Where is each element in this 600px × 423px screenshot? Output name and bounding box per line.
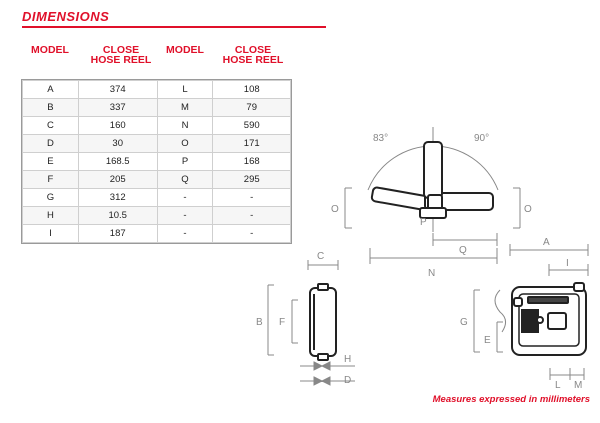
dim-label-f: F: [279, 317, 285, 328]
dim-label-c: C: [317, 251, 324, 262]
section-title: DIMENSIONS: [22, 9, 110, 24]
cell-close-hose-reel: 168: [212, 152, 291, 171]
dim-label-b: B: [256, 317, 263, 328]
cell-model: -: [156, 224, 214, 243]
dim-label-e: E: [484, 335, 491, 346]
dim-label-q: Q: [459, 245, 467, 256]
dim-label-p: P: [420, 217, 427, 228]
dim-label-g: G: [460, 317, 468, 328]
cell-model: Q: [156, 170, 214, 189]
front-view-drawing: [473, 244, 589, 380]
dim-label-n: N: [428, 268, 435, 279]
header-model-2: MODEL: [166, 44, 204, 56]
cell-close-hose-reel: 205: [77, 170, 158, 189]
cell-close-hose-reel: 590: [212, 116, 291, 135]
cell-close-hose-reel: 79: [212, 98, 291, 117]
front-view-device: [511, 282, 587, 356]
cell-close-hose-reel: 160: [77, 116, 158, 135]
cell-close-hose-reel: -: [212, 188, 291, 207]
cell-model: A: [22, 80, 79, 99]
cell-close-hose-reel: 187: [77, 224, 158, 243]
dim-label-l: L: [555, 380, 561, 391]
dim-label-m: M: [574, 380, 582, 391]
dim-label-a: A: [543, 237, 550, 248]
header-model-1: MODEL: [31, 44, 69, 56]
units-note: Measures expressed in millimeters: [432, 394, 590, 405]
cell-model: D: [22, 134, 79, 153]
cell-close-hose-reel: 168.5: [77, 152, 158, 171]
side-view-drawing: [267, 260, 355, 386]
dim-label-o-right: O: [524, 204, 532, 215]
cell-model: P: [156, 152, 214, 171]
cell-model: -: [156, 188, 214, 207]
title-underline: [22, 26, 326, 28]
cell-model: N: [156, 116, 214, 135]
cell-close-hose-reel: -: [212, 224, 291, 243]
top-view-device: [370, 141, 494, 219]
angle-left-label: 83°: [373, 133, 388, 144]
cell-close-hose-reel: 337: [77, 98, 158, 117]
dim-label-i: I: [566, 258, 569, 269]
dim-label-o-left: O: [331, 204, 339, 215]
cell-model: C: [22, 116, 79, 135]
cell-model: E: [22, 152, 79, 171]
cell-model: O: [156, 134, 214, 153]
side-view-device: [309, 283, 337, 361]
cell-model: H: [22, 206, 79, 225]
cell-model: I: [22, 224, 79, 243]
dim-label-d: D: [344, 375, 351, 386]
cell-close-hose-reel: 295: [212, 170, 291, 189]
dim-label-h: H: [344, 354, 351, 365]
cell-model: B: [22, 98, 79, 117]
cell-close-hose-reel: 171: [212, 134, 291, 153]
cell-close-hose-reel: 30: [77, 134, 158, 153]
angle-right-label: 90°: [474, 133, 489, 144]
